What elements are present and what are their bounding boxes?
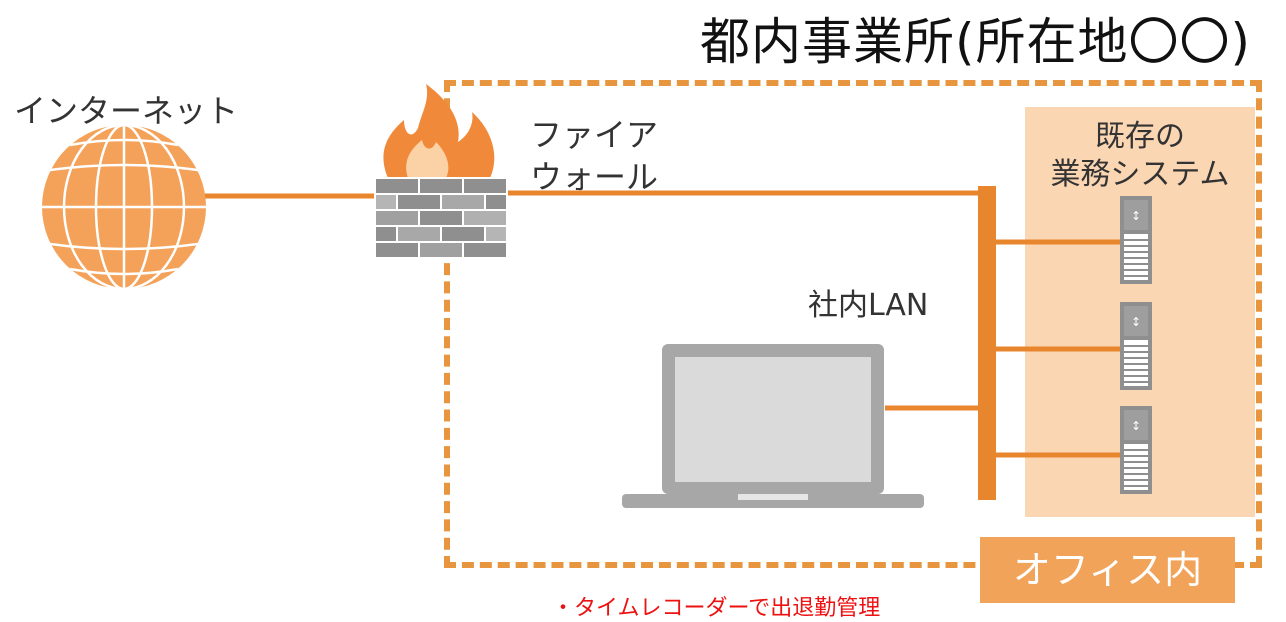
business-system-label-line1: 既存の: [1095, 119, 1185, 154]
page-title: 都内事業所(所在地〇〇): [700, 13, 1252, 71]
firewall-label-line1: ファイア: [530, 116, 659, 154]
business-system-label: 既存の 業務システム: [1025, 118, 1255, 194]
office-tab: オフィス内: [980, 537, 1235, 603]
firewall-label-line2: ウォール: [530, 158, 659, 196]
server-icon: ↕ ↕ ↕: [1120, 196, 1152, 494]
business-system-label-line2: 業務システム: [1050, 157, 1230, 192]
firewall-label: ファイア ウォール: [530, 114, 658, 198]
svg-text:↕: ↕: [1131, 419, 1141, 433]
laptop-icon: [622, 344, 924, 508]
office-boundary: [444, 80, 1262, 568]
globe-icon: [42, 123, 206, 291]
svg-text:↕: ↕: [1131, 209, 1141, 223]
lan-label: 社内LAN: [808, 288, 929, 323]
timecard-note: ・タイムレコーダーで出退勤管理: [552, 596, 881, 621]
fire-icon: [383, 84, 495, 178]
firewall-brick-icon: [374, 177, 508, 259]
lan-backbone: [978, 186, 996, 500]
internet-label: インターネット: [14, 92, 239, 130]
svg-text:↕: ↕: [1131, 315, 1141, 329]
